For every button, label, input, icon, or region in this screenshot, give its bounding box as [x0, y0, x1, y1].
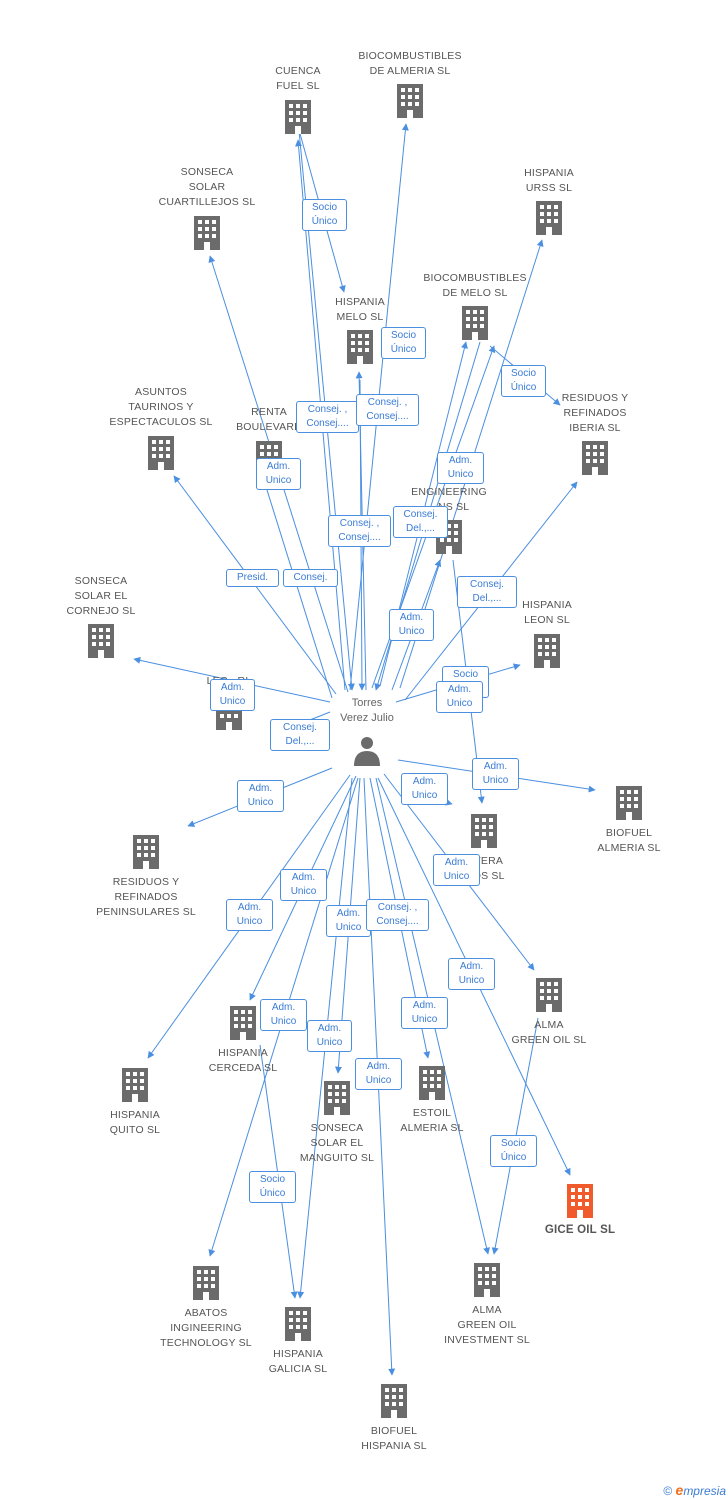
relation-label: Adm.Unico [389, 609, 434, 641]
building-icon[interactable] [534, 634, 560, 668]
nodes-layer [88, 84, 642, 1418]
relation-label: Adm.Unico [448, 958, 495, 990]
building-icon[interactable] [462, 306, 488, 340]
relation-label: Consej.Del.,... [270, 719, 330, 751]
relation-label: Adm.Unico [326, 905, 371, 937]
company-label-tera[interactable]: ...TERA...OS SL [463, 855, 505, 882]
relation-label: Consej. [283, 569, 338, 587]
relation-label: Consej. ,Consej.... [356, 394, 419, 426]
relation-label: Adm.Unico [437, 452, 484, 484]
building-icon[interactable] [122, 1068, 148, 1102]
building-icon[interactable] [536, 201, 562, 235]
building-icon[interactable] [133, 835, 159, 869]
relation-label: Adm.Unico [226, 899, 273, 931]
relation-label: Adm.Unico [355, 1058, 402, 1090]
company-label-gice-oil[interactable]: GICE OIL SL [544, 1224, 616, 1236]
brand-logo-text: mpresia [683, 1484, 726, 1498]
relation-label: Adm.Unico [401, 773, 448, 805]
footer-brand: © empresia [663, 1482, 726, 1498]
building-icon[interactable] [88, 624, 114, 658]
building-icon[interactable] [397, 84, 423, 118]
relation-label: Adm.Unico [472, 758, 519, 790]
building-icon[interactable] [324, 1081, 350, 1115]
building-icon[interactable] [471, 814, 497, 848]
building-icon[interactable] [616, 786, 642, 820]
building-icon[interactable] [285, 100, 311, 134]
building-icon[interactable] [347, 330, 373, 364]
relation-label: Consej.Del.,... [393, 506, 448, 538]
relation-label: Adm.Unico [436, 681, 483, 713]
building-icon[interactable] [582, 441, 608, 475]
building-icon[interactable] [474, 1263, 500, 1297]
building-icon[interactable] [419, 1066, 445, 1100]
relation-label: Consej. ,Consej.... [328, 515, 391, 547]
person-icon[interactable] [354, 737, 380, 766]
building-icon[interactable] [193, 1266, 219, 1300]
relation-label: Consej. ,Consej.... [296, 401, 359, 433]
relation-label: Adm.Unico [433, 854, 480, 886]
building-icon[interactable] [148, 436, 174, 470]
relation-label: Adm.Unico [280, 869, 327, 901]
building-icon[interactable] [194, 216, 220, 250]
relation-label: Presid. [226, 569, 279, 587]
relation-label: Adm.Unico [210, 679, 255, 711]
relation-label: Adm.Unico [237, 780, 284, 812]
copyright-symbol: © [663, 1484, 673, 1498]
relation-label: Adm.Unico [401, 997, 448, 1029]
relation-label: Consej. ,Consej.... [366, 899, 429, 931]
relation-label: Adm.Unico [307, 1020, 352, 1052]
building-icon[interactable] [536, 978, 562, 1012]
building-icon[interactable] [285, 1307, 311, 1341]
building-icon[interactable] [567, 1184, 593, 1218]
relation-label: Consej.Del.,... [457, 576, 517, 608]
relation-label: Adm.Unico [260, 999, 307, 1031]
building-icon[interactable] [230, 1006, 256, 1040]
building-icon[interactable] [381, 1384, 407, 1418]
brand-logo-e: e [675, 1482, 684, 1498]
relation-label: Adm.Unico [256, 458, 301, 490]
